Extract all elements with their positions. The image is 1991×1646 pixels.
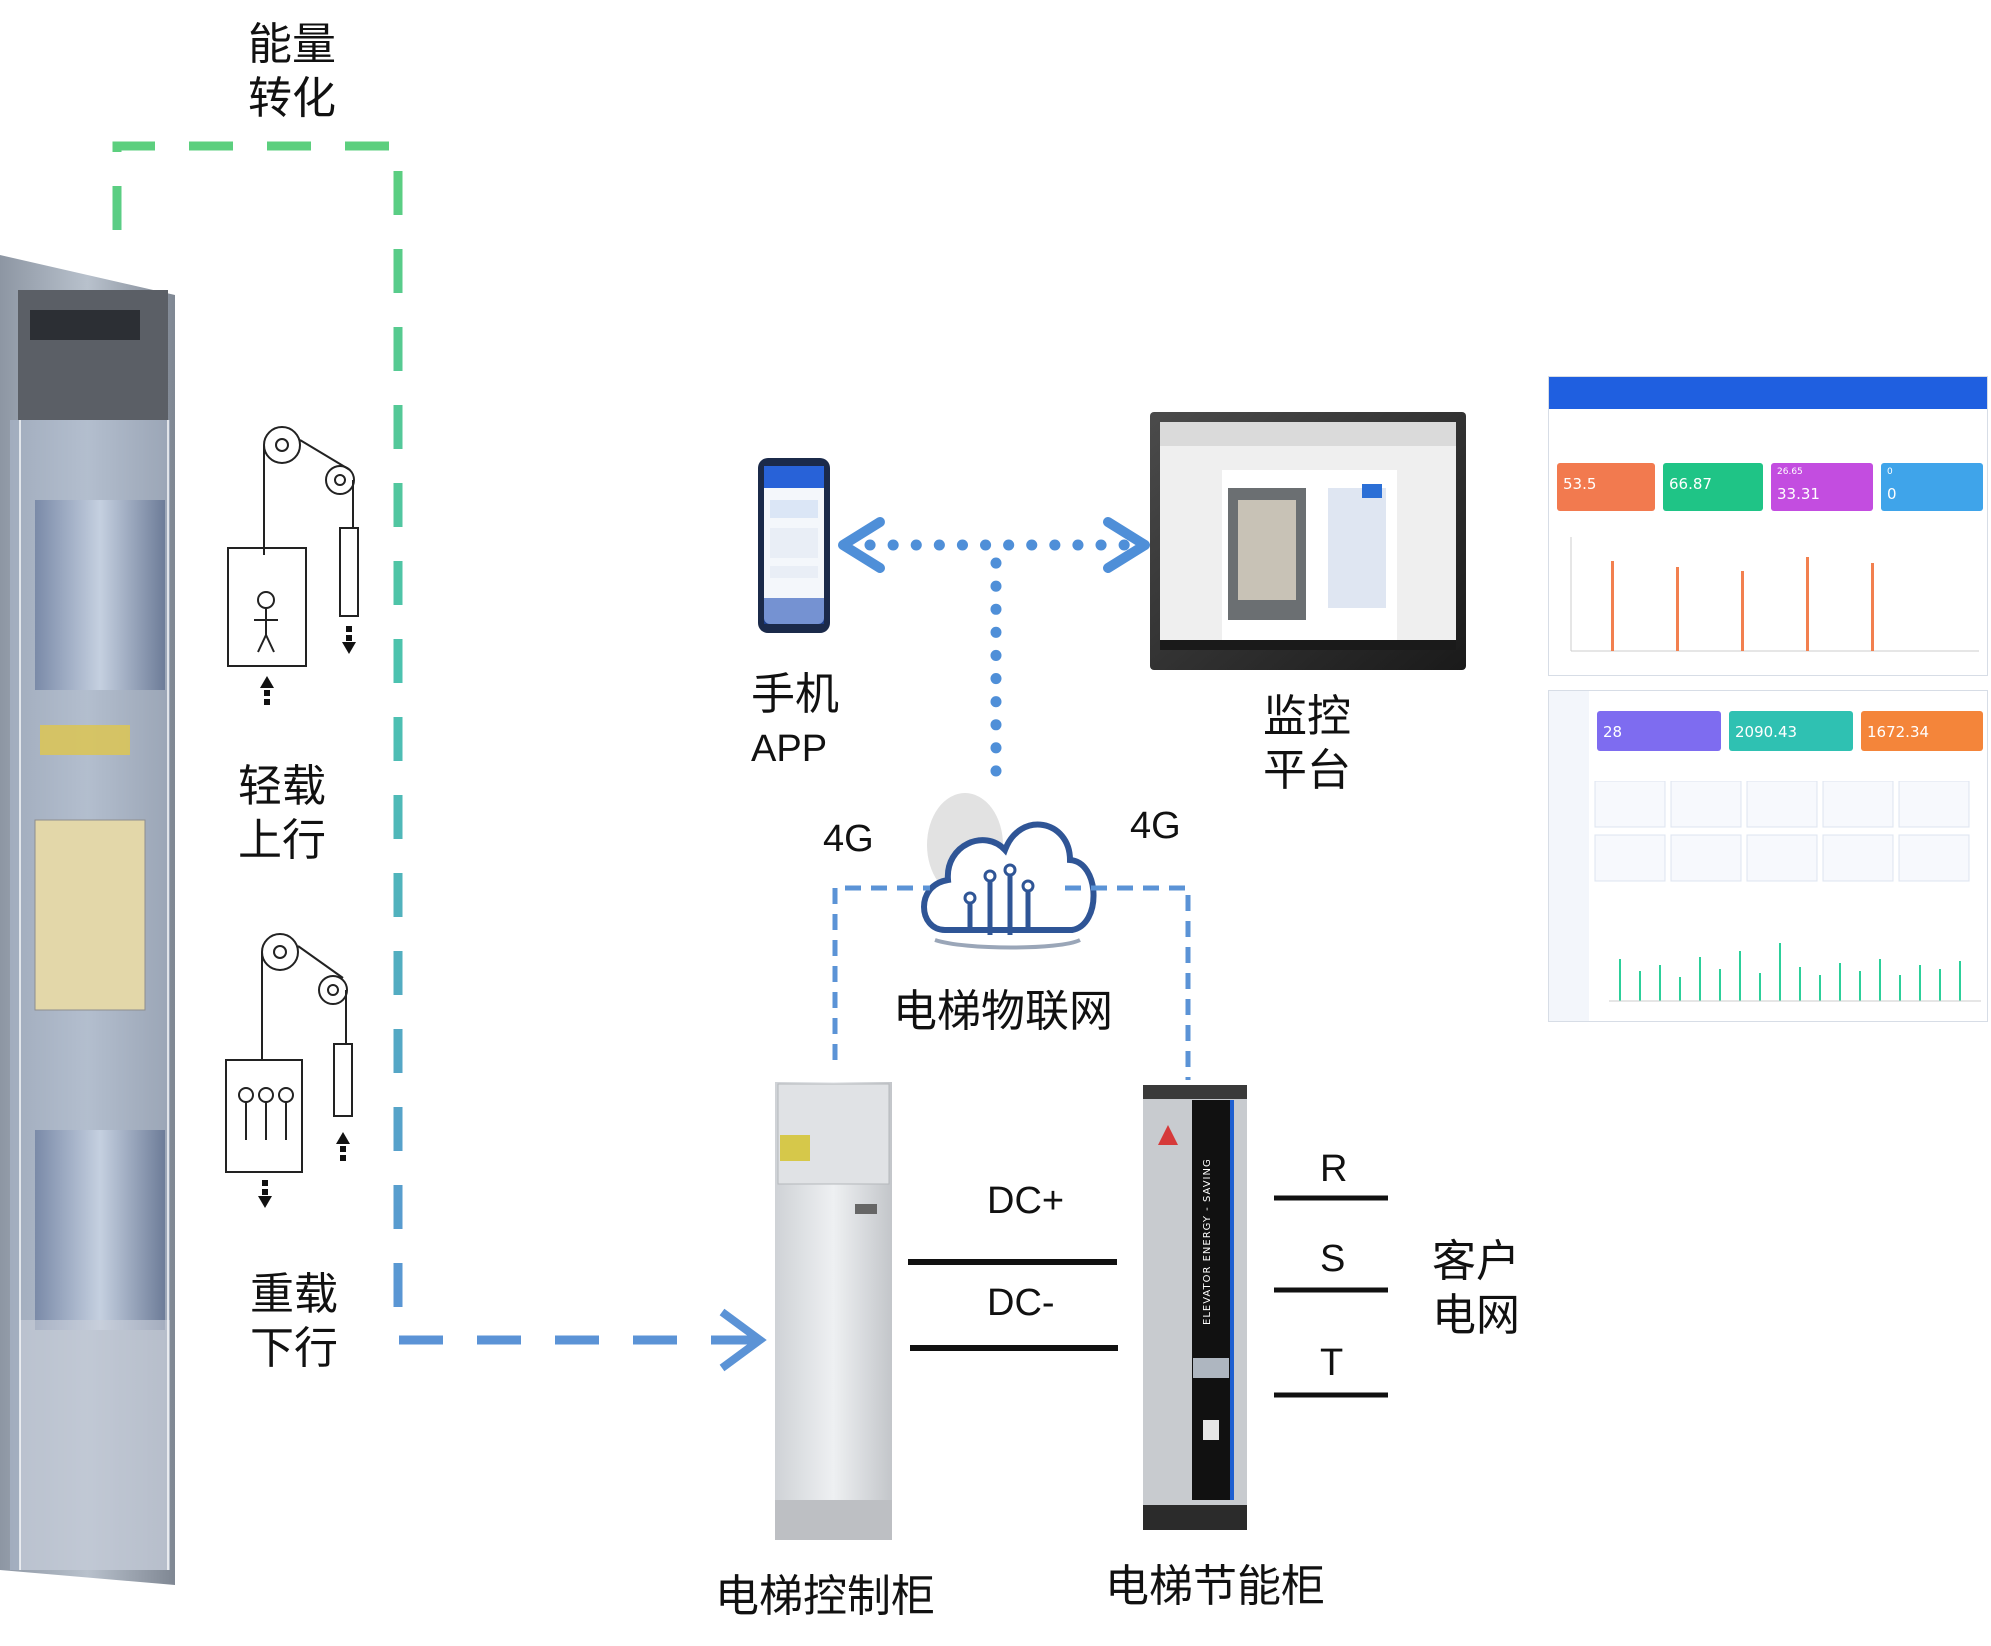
up-arrow-icon — [260, 676, 274, 705]
elevator-car-lower — [35, 1130, 165, 1330]
phase-r-label: R — [1320, 1148, 1348, 1190]
dashboard-bottom-card: 28 — [1597, 711, 1721, 751]
down-arrow-icon — [258, 1180, 272, 1208]
elevator-car-lit — [34, 819, 146, 1011]
phase-s-label: S — [1320, 1238, 1346, 1280]
phone-icon — [758, 458, 830, 633]
up-arrow-icon — [336, 1132, 350, 1161]
iot-cloud-icon — [921, 793, 1097, 950]
dashboard-top-header — [1549, 377, 1987, 409]
heavy-load-pulley-icon — [225, 933, 353, 1173]
elevator-car-upper — [35, 500, 165, 690]
light-load-pulley-icon — [227, 426, 359, 667]
energy-conversion-label: 能量转化 — [248, 19, 336, 124]
monitor-icon — [1150, 412, 1466, 670]
energy-saving-cabinet-icon — [1143, 1085, 1247, 1530]
link-left-label: 4G — [823, 818, 874, 860]
saving-cabinet-label: 电梯节能柜 — [1105, 1561, 1325, 1612]
dashboard-top-card: 66.87 — [1663, 463, 1763, 511]
down-arrow-icon — [342, 626, 356, 654]
light-load-up-label: 轻载上行 — [238, 761, 326, 866]
phase-t-label: T — [1320, 1342, 1344, 1384]
dc-minus-label: DC- — [987, 1282, 1055, 1324]
dc-plus-label: DC+ — [987, 1180, 1065, 1222]
dashboard-bottom-card: 1672.34 — [1861, 711, 1983, 751]
dashboard-bottom-card: 2090.43 — [1729, 711, 1853, 751]
dashboard-top-bars — [1570, 537, 1979, 652]
cabinet-vertical-text: ELEVATOR ENERGY - SAVING — [1202, 1158, 1213, 1325]
heavy-load-down-label: 重载下行 — [250, 1269, 338, 1374]
dashboard-bottom-sidebar — [1549, 691, 1589, 1021]
elevator-shaft — [0, 255, 175, 1585]
data-link — [838, 517, 1150, 796]
link-right-label: 4G — [1130, 805, 1181, 847]
iot-label: 电梯物联网 — [893, 986, 1113, 1037]
dashboard-bottom: 28 2090.43 1672.34 — [1548, 690, 1988, 1022]
monitor-platform-label: 监控平台 — [1263, 691, 1351, 796]
dashboard-bottom-grid — [1594, 781, 1981, 1002]
dashboard-top-card: 53.5 — [1557, 463, 1655, 511]
wireless-4g-links — [832, 885, 1191, 1080]
control-cabinet-label: 电梯控制柜 — [715, 1571, 935, 1622]
grid-label: 客户电网 — [1432, 1236, 1520, 1341]
control-cabinet-icon — [775, 1082, 892, 1540]
energy-loop — [112, 141, 767, 1372]
